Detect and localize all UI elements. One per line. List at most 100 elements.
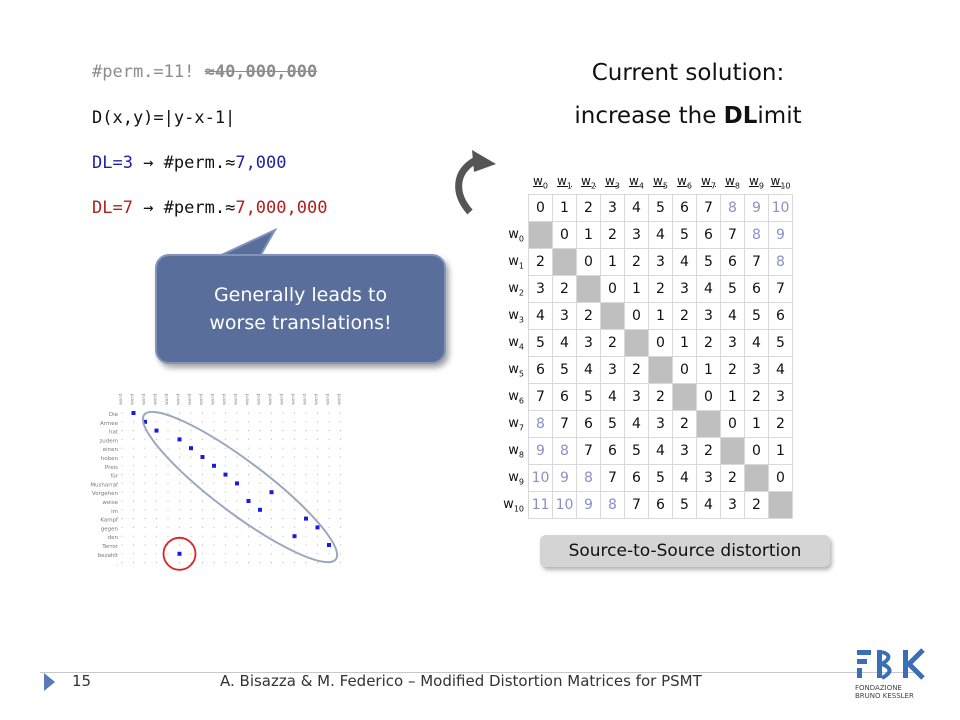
grid-dot xyxy=(190,412,192,414)
grid-dot xyxy=(132,465,135,467)
grid-dot xyxy=(213,553,215,555)
matrix-cell: 0 xyxy=(600,275,625,303)
grid-dot xyxy=(293,509,296,511)
matrix-cell: 8 xyxy=(744,221,769,249)
grid-dot xyxy=(155,421,158,423)
grid-dot xyxy=(270,500,273,502)
grid-dot xyxy=(121,518,123,520)
grid-dot xyxy=(316,509,319,511)
grid-dot xyxy=(282,500,284,502)
grid-dot xyxy=(247,518,250,520)
grid-dot xyxy=(305,500,307,502)
grid-dot xyxy=(213,474,215,476)
grid-dot xyxy=(259,518,261,520)
grid-dot xyxy=(293,456,296,458)
grid-dot xyxy=(259,474,261,476)
matrix-col-header: w6 xyxy=(677,173,692,191)
matrix-cell: 3 xyxy=(528,275,553,303)
grid-dot xyxy=(213,482,215,484)
grid-dot xyxy=(328,553,330,555)
grid-dot xyxy=(339,535,342,537)
grid-dot xyxy=(121,430,123,432)
matrix-cell: 4 xyxy=(552,329,577,357)
matrix-cell xyxy=(720,437,745,465)
matrix-cell: 3 xyxy=(576,329,601,357)
grid-dot xyxy=(224,500,227,502)
grid-dot xyxy=(155,465,158,467)
grid-dot xyxy=(259,526,261,528)
matrix-cell: 9 xyxy=(552,464,577,492)
grid-dot xyxy=(328,482,330,484)
matrix-cell: 7 xyxy=(720,221,745,249)
grid-dot xyxy=(132,421,135,423)
grid-dot xyxy=(155,482,158,484)
source-word-label: Kampf xyxy=(100,518,119,524)
matrix-cell: 2 xyxy=(600,221,625,249)
slide-title-line1: Current solution: xyxy=(591,60,785,86)
matrix-cell: 2 xyxy=(696,437,721,465)
grid-dot xyxy=(282,421,284,423)
grid-dot xyxy=(305,535,307,537)
grid-dot xyxy=(282,438,284,440)
grid-dot xyxy=(190,553,192,555)
grid-dot xyxy=(247,553,250,555)
alignment-point xyxy=(327,543,331,547)
grid-dot xyxy=(316,430,319,432)
matrix-cell: 2 xyxy=(624,356,649,384)
grid-dot xyxy=(259,421,261,423)
matrix-cell: 3 xyxy=(624,383,649,411)
matrix-cell xyxy=(576,275,601,303)
grid-dot xyxy=(339,456,342,458)
grid-dot xyxy=(178,526,181,528)
grid-dot xyxy=(316,456,319,458)
grid-dot xyxy=(167,526,169,528)
grid-dot xyxy=(282,447,284,449)
grid-dot xyxy=(328,412,330,414)
grid-dot xyxy=(328,518,330,520)
grid-dot xyxy=(121,491,123,493)
matrix-cell: 0 xyxy=(552,221,577,249)
grid-dot xyxy=(155,535,158,537)
matrix-cell xyxy=(696,410,721,438)
matrix-cell xyxy=(744,464,769,492)
matrix-cell: 7 xyxy=(696,194,721,222)
grid-dot xyxy=(224,456,227,458)
grid-dot xyxy=(167,544,169,546)
grid-dot xyxy=(201,518,204,520)
matrix-cell: 4 xyxy=(768,356,793,384)
grid-dot xyxy=(305,430,307,432)
matrix-cell: 0 xyxy=(648,329,673,357)
source-word-label: für xyxy=(110,474,118,480)
footer-citation: A. Bisazza & M. Federico – Modified Dist… xyxy=(220,672,702,690)
grid-dot xyxy=(132,535,135,537)
matrix-cell: 7 xyxy=(624,491,649,519)
grid-dot xyxy=(224,421,227,423)
grid-dot xyxy=(316,482,319,484)
grid-dot xyxy=(236,465,238,467)
matrix-cell: 7 xyxy=(744,248,769,276)
grid-dot xyxy=(316,474,319,476)
alignment-point xyxy=(246,499,251,503)
grid-dot xyxy=(178,465,181,467)
matrix-row-header: w7 xyxy=(508,415,524,433)
grid-dot xyxy=(270,544,273,546)
matrix-cell: 8 xyxy=(528,410,553,438)
grid-dot xyxy=(282,553,284,555)
grid-dot xyxy=(247,447,250,449)
grid-dot xyxy=(201,412,204,414)
grid-dot xyxy=(328,447,330,449)
matrix-cell: 3 xyxy=(696,464,721,492)
source-word-label: Preis xyxy=(105,465,118,471)
matrix-cell: 1 xyxy=(768,437,793,465)
target-word-label: word xyxy=(302,394,308,405)
grid-dot xyxy=(270,518,273,520)
grid-dot xyxy=(328,421,330,423)
grid-dot xyxy=(167,491,169,493)
matrix-cell: 4 xyxy=(624,194,649,222)
matrix-cell: 5 xyxy=(768,329,793,357)
grid-dot xyxy=(293,465,296,467)
grid-dot xyxy=(305,412,307,414)
diagonal-highlight-oval xyxy=(141,410,339,564)
matrix-cell: 0 xyxy=(744,437,769,465)
grid-dot xyxy=(190,456,192,458)
